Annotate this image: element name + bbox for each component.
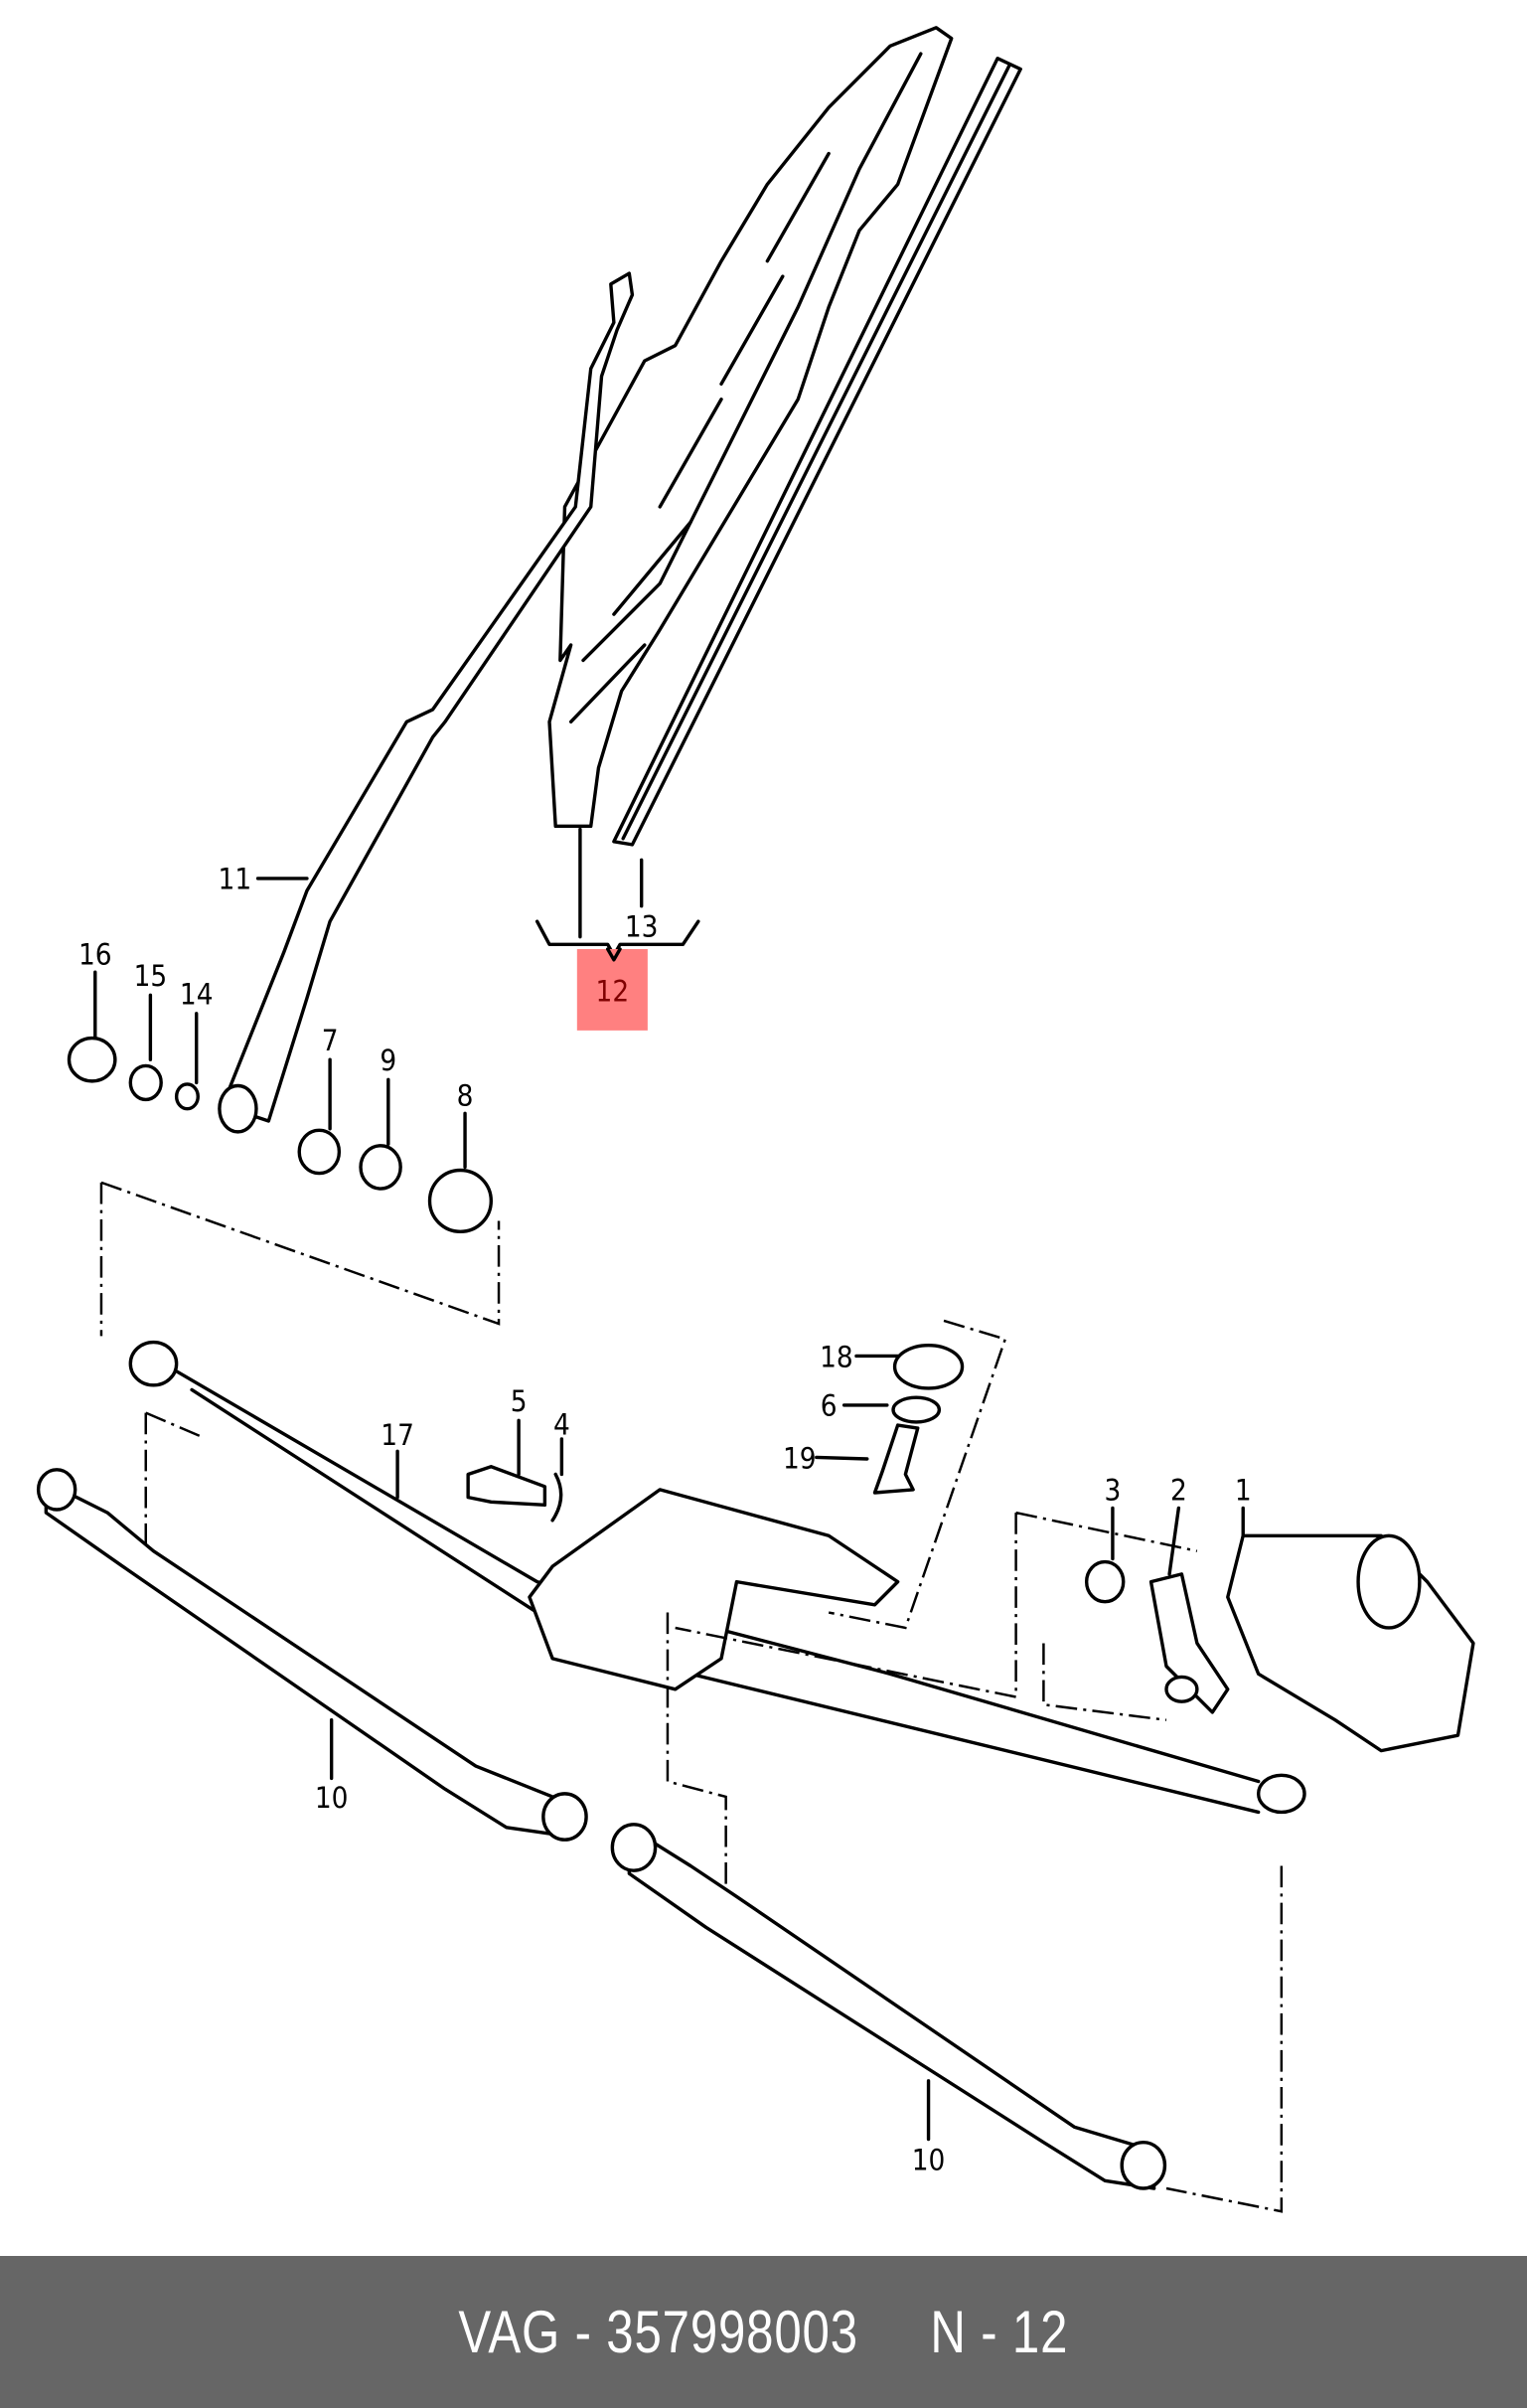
wiper-arm	[218, 271, 635, 1134]
bushing-8	[427, 1168, 494, 1234]
callout-3[interactable]: 3	[1105, 1474, 1122, 1508]
callout-10b[interactable]: 10	[912, 2143, 946, 2176]
callout-18[interactable]: 18	[820, 1340, 853, 1373]
callout-17[interactable]: 17	[381, 1418, 414, 1452]
linkage-frame	[128, 1340, 1306, 1815]
highlight-box	[576, 948, 648, 1031]
callout-14[interactable]: 14	[180, 978, 214, 1012]
callout-6[interactable]: 6	[821, 1389, 838, 1423]
callout-1[interactable]: 1	[1235, 1474, 1252, 1508]
washer-9	[359, 1144, 402, 1191]
callout-10a[interactable]: 10	[315, 1781, 349, 1815]
callout-16[interactable]: 16	[78, 937, 112, 971]
parts-diagram: 1 2 3 4 5 6 7 8 9 10 10 11 12 13 14 15 1…	[36, 26, 1475, 2213]
callout-2[interactable]: 2	[1170, 1474, 1187, 1508]
bolt-5	[466, 1465, 547, 1508]
part-number-footer: VAG - 357998003 N - 12	[0, 2256, 1527, 2408]
wiper-motor	[1084, 1533, 1475, 1753]
nut-7	[297, 1128, 342, 1176]
callout-19[interactable]: 19	[783, 1441, 817, 1475]
drive-link-left	[36, 1468, 588, 1842]
callout-9[interactable]: 9	[380, 1043, 396, 1077]
callout-4[interactable]: 4	[553, 1407, 570, 1441]
washer	[174, 1082, 200, 1111]
part-number-label: VAG - 357998003 N - 12	[458, 2299, 1069, 2365]
washer-6	[891, 1395, 942, 1424]
callout-12[interactable]: 12	[596, 975, 630, 1009]
wiper-blade	[547, 26, 954, 829]
bolt-19	[872, 1423, 920, 1495]
cap	[67, 1036, 117, 1083]
drive-link-right	[610, 1823, 1167, 2190]
callout-5[interactable]: 5	[511, 1384, 528, 1418]
callout-7[interactable]: 7	[322, 1024, 339, 1057]
nut	[128, 1063, 163, 1102]
callout-8[interactable]: 8	[457, 1079, 474, 1113]
wiper-rubber-refill	[612, 57, 1022, 847]
clip-4	[550, 1472, 563, 1523]
callout-15[interactable]: 15	[134, 959, 168, 993]
seal-18	[892, 1343, 965, 1390]
callout-11[interactable]: 11	[219, 863, 252, 896]
callout-13[interactable]: 13	[625, 910, 659, 944]
